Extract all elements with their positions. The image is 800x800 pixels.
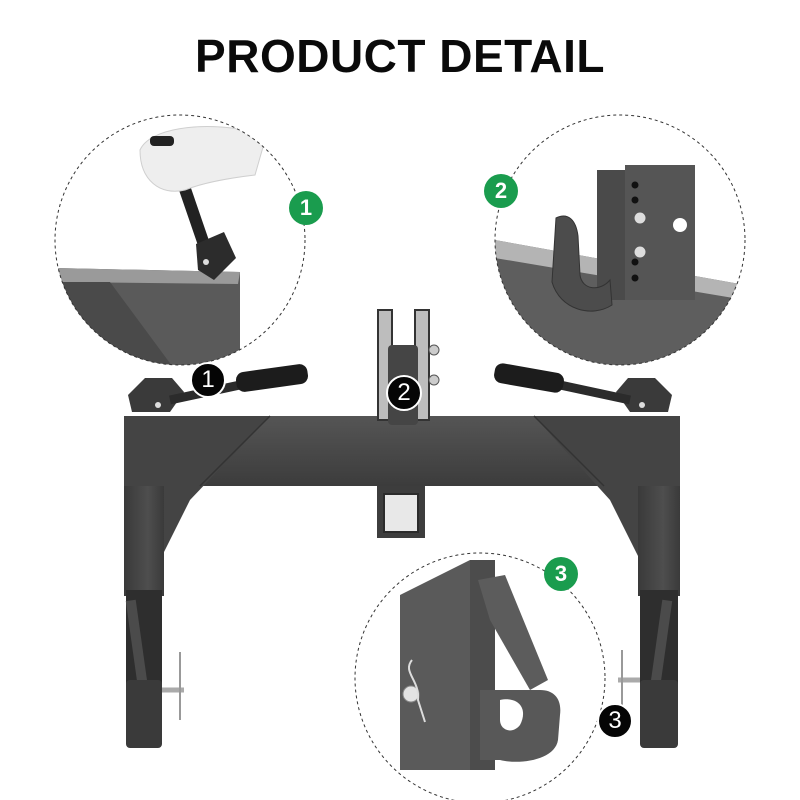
marker-badge-1: 1 <box>190 362 226 398</box>
marker-badge-3: 3 <box>597 703 633 739</box>
callout-3-inset <box>354 552 606 800</box>
callout-badge-3: 3 <box>544 557 578 591</box>
marker-badge-2: 2 <box>386 375 422 411</box>
callout-badge-2: 2 <box>484 174 518 208</box>
callout-1-inset <box>54 114 306 366</box>
callout-2-inset <box>494 114 746 366</box>
page-title: PRODUCT DETAIL <box>195 30 605 82</box>
callout-badge-1: 1 <box>289 191 323 225</box>
quick-hitch-frame <box>124 309 680 748</box>
